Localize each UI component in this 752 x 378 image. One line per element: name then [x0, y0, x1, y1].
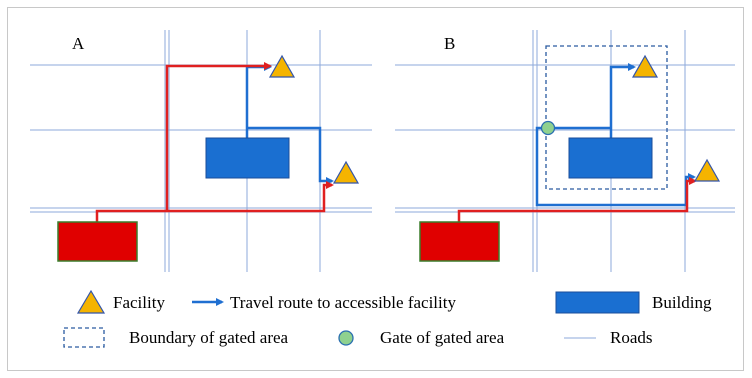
- facility-icon-b-right: [693, 158, 721, 182]
- legend-gate-label: Gate of gated area: [380, 328, 505, 347]
- origin-b: [419, 221, 500, 262]
- origin-a: [57, 221, 138, 262]
- route-a-red-right: [95, 181, 334, 222]
- legend-roads-label: Roads: [610, 328, 653, 347]
- legend-facility-label: Facility: [113, 293, 165, 312]
- legend-building-label: Building: [652, 293, 712, 312]
- legend-gate-icon: [338, 330, 354, 346]
- figure-frame: [7, 7, 744, 371]
- facility-icon-b-top: [631, 54, 659, 78]
- legend: Facility Travel route to accessible faci…: [63, 289, 712, 348]
- legend-boundary-label: Boundary of gated area: [129, 328, 289, 347]
- route-b-blue-top: [609, 63, 636, 150]
- building-b: [568, 137, 653, 179]
- panel-a-label: A: [72, 34, 85, 53]
- legend-route-label: Travel route to accessible facility: [230, 293, 456, 312]
- route-b-red-right: [457, 177, 697, 222]
- gated-area-boundary: [545, 45, 668, 190]
- panel-b: B: [395, 30, 735, 272]
- gate-icon: [540, 120, 556, 136]
- legend-building-icon: [555, 291, 640, 314]
- facility-icon-a-right: [332, 160, 360, 184]
- route-b-blue-right: [535, 126, 696, 207]
- facility-icon-a-top: [268, 54, 296, 78]
- panel-a: A: [30, 30, 372, 272]
- building-a: [205, 137, 290, 179]
- legend-facility-icon: [76, 289, 106, 314]
- panel-b-label: B: [444, 34, 455, 53]
- roads-panel-b: [395, 30, 735, 272]
- route-a-red-top: [165, 62, 272, 211]
- legend-boundary-icon: [63, 327, 105, 348]
